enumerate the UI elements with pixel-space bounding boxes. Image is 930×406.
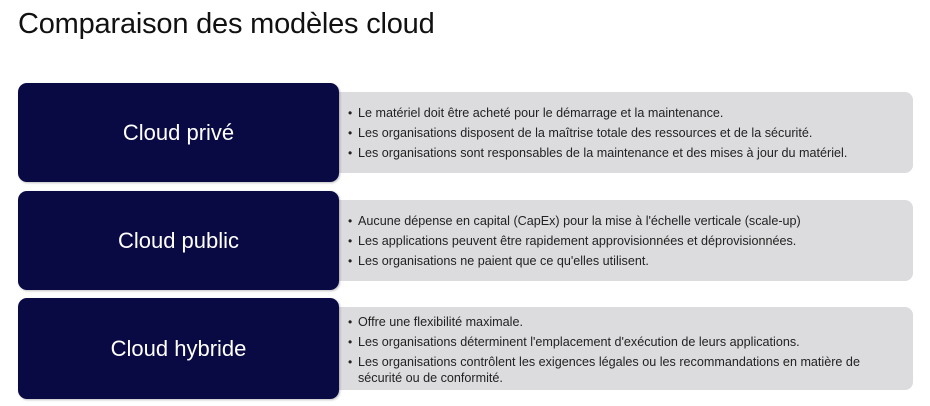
bullet-icon: •	[348, 354, 353, 369]
list-item: • Les organisations disposent de la maîtr…	[348, 123, 903, 143]
bullet-icon: •	[348, 314, 353, 329]
list-item: • Aucune dépense en capital (CapEx) pour …	[348, 211, 903, 231]
detail-panel-hybrid: • Offre une flexibilité maximale. • Les or…	[318, 307, 913, 390]
model-title-box-hybrid: Cloud hybride	[18, 298, 339, 399]
bullet-text: Offre une flexibilité maximale.	[358, 314, 523, 329]
bullet-icon: •	[348, 145, 353, 160]
list-item: • Offre une flexibilité maximale.	[348, 312, 903, 332]
bullet-icon: •	[348, 213, 353, 228]
list-item: • Les organisations ne paient que ce qu'e…	[348, 251, 903, 271]
bullet-list-hybrid: • Offre une flexibilité maximale. • Les or…	[348, 312, 903, 386]
bullet-icon: •	[348, 105, 353, 120]
list-item: • Les applications peuvent être rapidemen…	[348, 231, 903, 251]
bullet-list-public: • Aucune dépense en capital (CapEx) pour …	[348, 211, 903, 271]
bullet-text: Les organisations disposent de la maîtri…	[358, 125, 813, 140]
model-row-private: • Le matériel doit être acheté pour le dé…	[18, 83, 913, 182]
list-item: • Le matériel doit être acheté pour le dé…	[348, 103, 903, 123]
bullet-text: Les organisations contrôlent les exigenc…	[358, 354, 860, 385]
detail-panel-private: • Le matériel doit être acheté pour le dé…	[318, 92, 913, 173]
page-title: Comparaison des modèles cloud	[18, 8, 435, 40]
bullet-icon: •	[348, 253, 353, 268]
bullet-list-private: • Le matériel doit être acheté pour le dé…	[348, 103, 903, 163]
detail-panel-public: • Aucune dépense en capital (CapEx) pour …	[318, 200, 913, 281]
model-title-private: Cloud privé	[122, 119, 235, 145]
bullet-text: Aucune dépense en capital (CapEx) pour l…	[358, 213, 801, 228]
model-title-box-private: Cloud privé	[18, 83, 339, 182]
bullet-text: Les applications peuvent être rapidement…	[358, 233, 797, 248]
model-row-hybrid: • Offre une flexibilité maximale. • Les or…	[18, 298, 913, 399]
bullet-icon: •	[348, 233, 353, 248]
bullet-text: Les organisations ne paient que ce qu'el…	[358, 253, 649, 268]
bullet-text: Le matériel doit être acheté pour le dém…	[358, 105, 724, 120]
list-item: • Les organisations déterminent l'emplace…	[348, 332, 903, 352]
model-title-box-public: Cloud public	[18, 191, 339, 290]
bullet-text: Les organisations déterminent l'emplacem…	[358, 334, 800, 349]
list-item: • Les organisations contrôlent les exigen…	[348, 354, 903, 386]
bullet-icon: •	[348, 334, 353, 349]
bullet-icon: •	[348, 125, 353, 140]
bullet-text: Les organisations sont responsables de l…	[358, 145, 848, 160]
list-item: • Les organisations sont responsables de …	[348, 143, 903, 163]
model-title-hybrid: Cloud hybride	[110, 335, 247, 361]
model-title-public: Cloud public	[117, 227, 240, 253]
model-row-public: • Aucune dépense en capital (CapEx) pour …	[18, 191, 913, 290]
